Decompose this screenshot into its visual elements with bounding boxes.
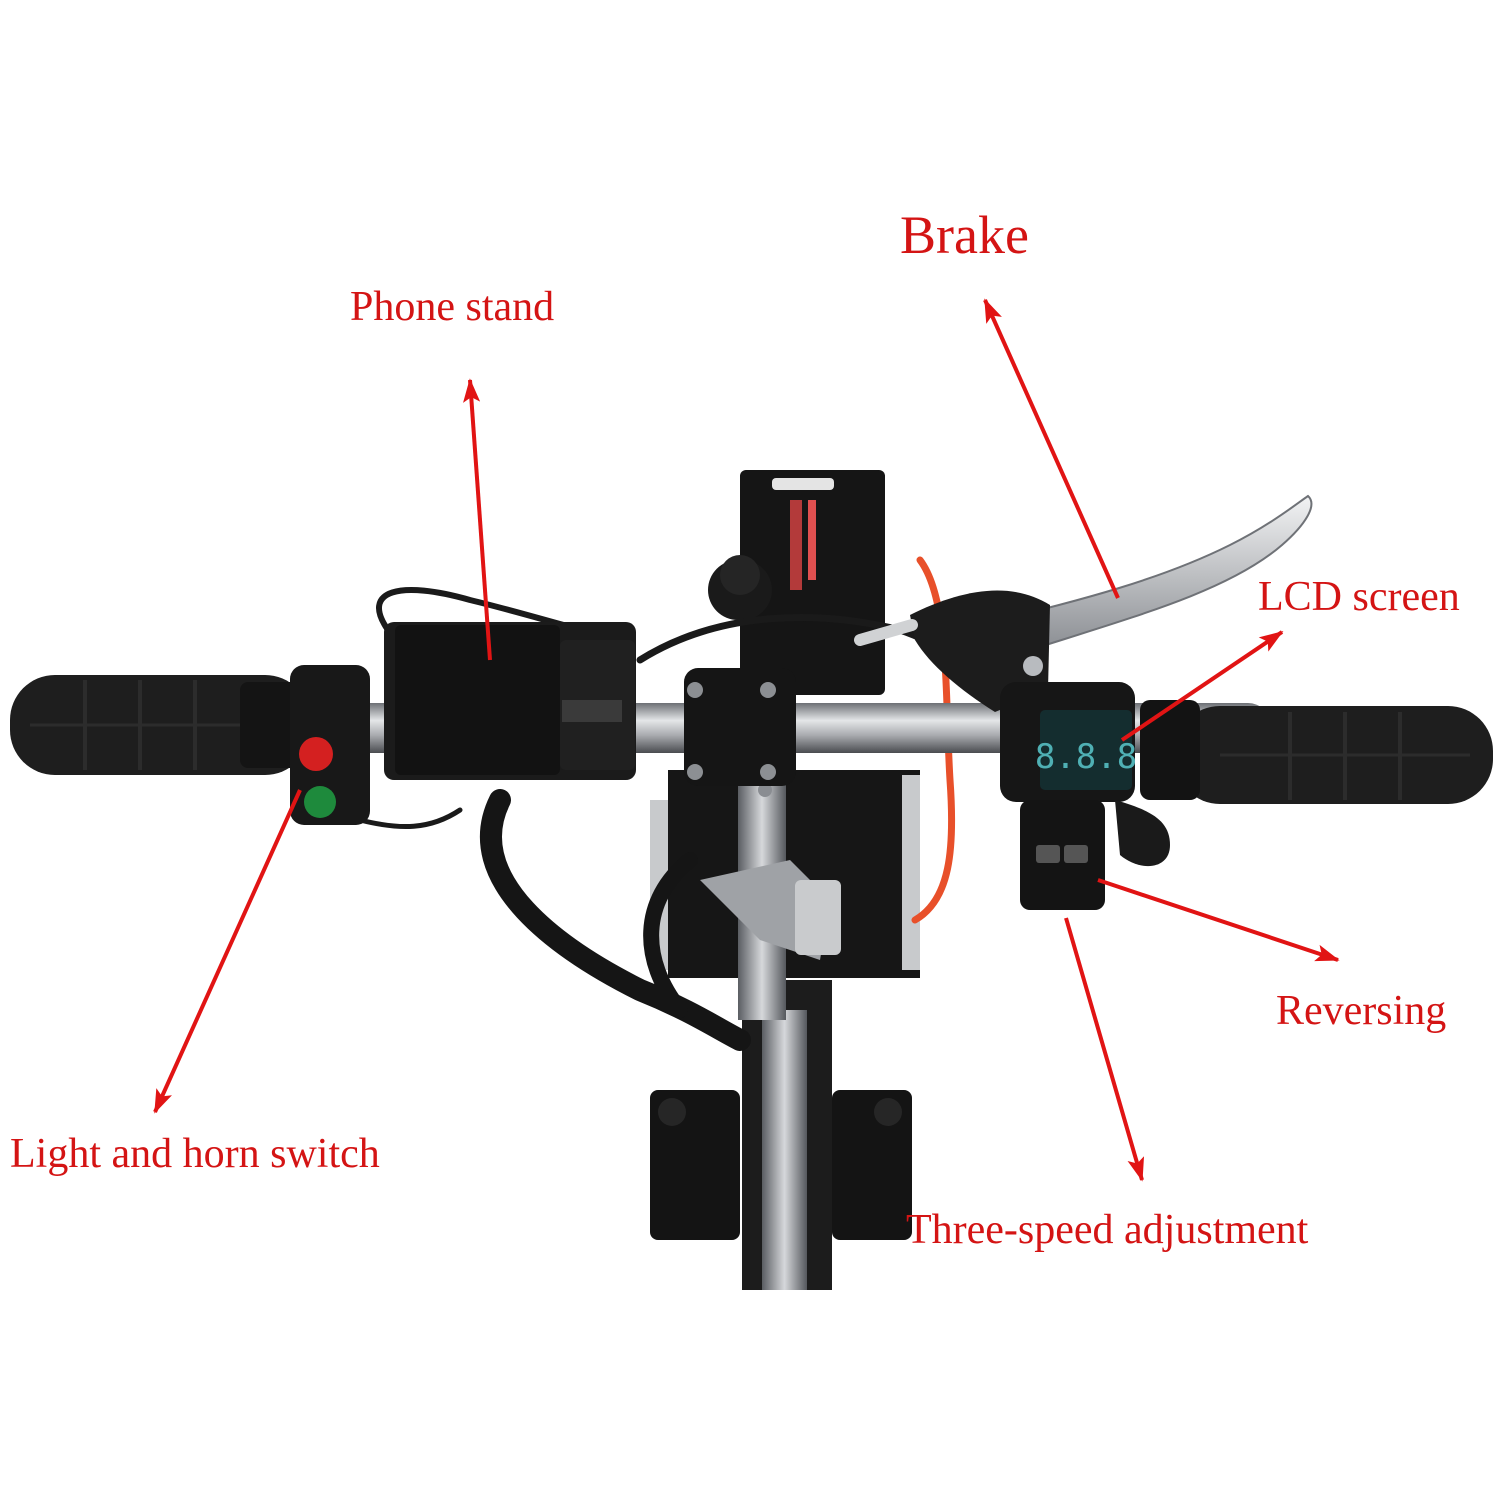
left-grip bbox=[10, 675, 310, 775]
steering-stem bbox=[700, 760, 841, 1020]
arrow-light-horn bbox=[153, 789, 302, 1114]
controller-unit bbox=[708, 470, 885, 695]
stem-clamp bbox=[684, 668, 796, 786]
arrow-phone-stand bbox=[463, 378, 492, 661]
arrow-lcd-screen bbox=[1120, 630, 1284, 742]
label-light-horn-switch: Light and horn switch bbox=[10, 1131, 380, 1177]
label-brake: Brake bbox=[900, 205, 1029, 265]
label-phone-stand: Phone stand bbox=[350, 284, 555, 330]
lcd-readout: 8.8.8 bbox=[1035, 737, 1137, 777]
light-button bbox=[304, 786, 336, 818]
arrow-reversing bbox=[1097, 878, 1340, 962]
phone-holder bbox=[384, 622, 636, 780]
throttle-housing bbox=[1000, 682, 1170, 910]
arrow-brake bbox=[983, 298, 1120, 599]
arrow-three-speed bbox=[1064, 917, 1145, 1182]
annotation-arrows bbox=[153, 298, 1340, 1182]
horn-button bbox=[299, 737, 333, 771]
label-lcd-screen: LCD screen bbox=[1258, 574, 1460, 620]
label-reversing: Reversing bbox=[1276, 988, 1447, 1034]
front-fork bbox=[650, 980, 912, 1290]
right-grip bbox=[1140, 700, 1493, 804]
light-horn-switch-housing bbox=[290, 665, 370, 825]
brake-lever bbox=[854, 494, 1313, 712]
label-three-speed-adjustment: Three-speed adjustment bbox=[906, 1207, 1309, 1253]
